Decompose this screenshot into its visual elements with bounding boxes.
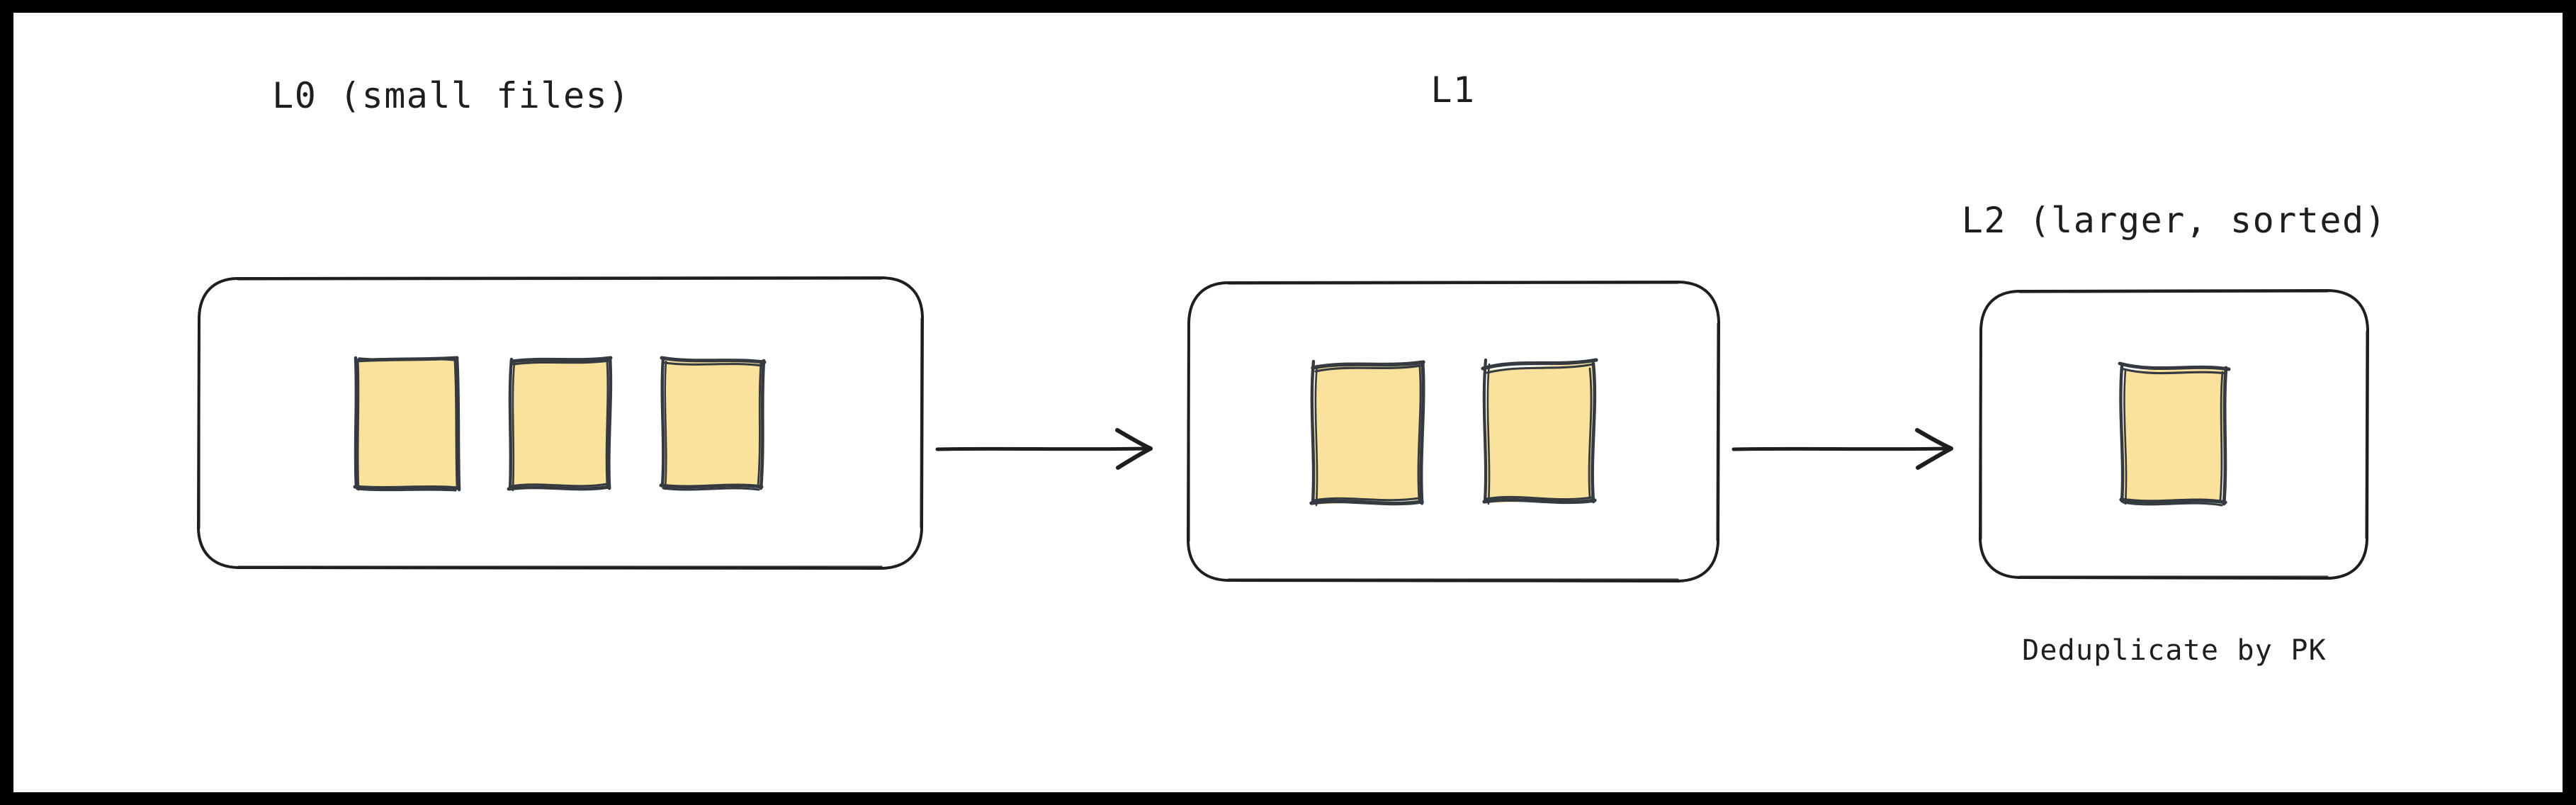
data-file-l0-2[interactable]	[504, 354, 617, 492]
diagram-canvas: L0 (small files)	[13, 13, 2563, 792]
level-label-l0: L0 (small files)	[272, 75, 631, 116]
level-files-l2	[1979, 289, 2369, 580]
level-caption-l2: Deduplicate by PK	[2022, 634, 2327, 667]
level-container-l1[interactable]	[1186, 280, 1721, 583]
level-container-l2[interactable]	[1978, 288, 2370, 580]
level-label-l2: L2 (larger, sorted)	[1961, 200, 2388, 241]
arrow-l1-l2	[1731, 413, 1979, 484]
level-container-l0[interactable]	[196, 276, 925, 570]
level-files-l0	[197, 276, 924, 570]
data-file-l0-3[interactable]	[657, 354, 770, 492]
data-file-l1-2[interactable]	[1476, 354, 1603, 509]
data-file-l1-1[interactable]	[1303, 354, 1430, 509]
data-file-l0-1[interactable]	[351, 354, 464, 492]
level-container-l1-outline	[1186, 280, 1721, 583]
data-file-l2-1[interactable]	[2114, 358, 2235, 511]
level-files-l1	[1186, 281, 1720, 582]
level-label-l1: L1	[1430, 69, 1476, 111]
arrow-l0-l1	[934, 413, 1175, 484]
